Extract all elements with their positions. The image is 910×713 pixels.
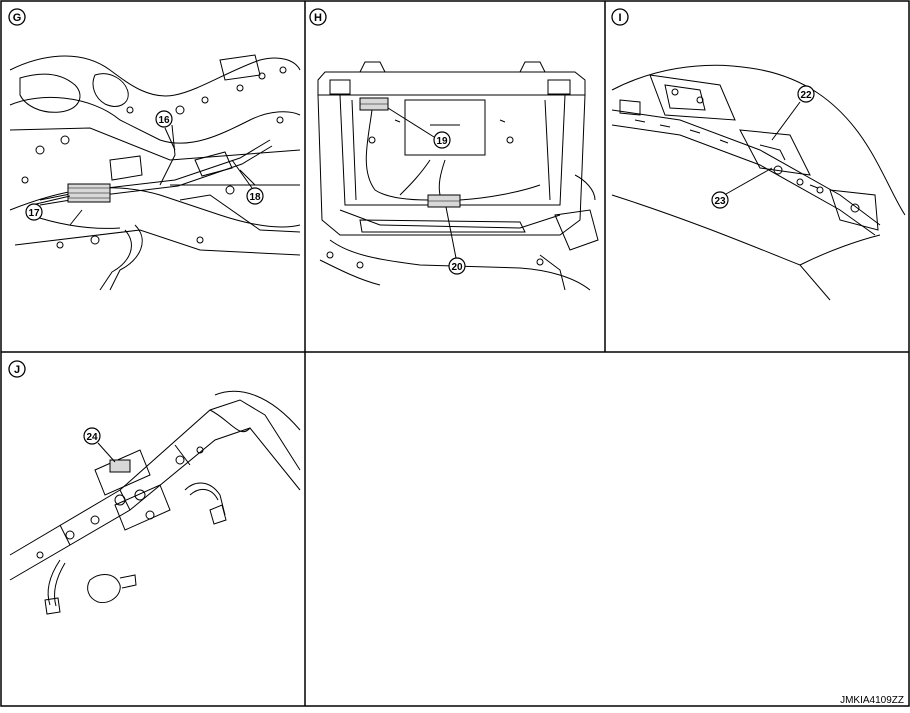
- panel-j-label: J: [14, 364, 20, 376]
- panel-g-drawing: [9, 54, 301, 291]
- callout-23-label: 23: [714, 196, 726, 207]
- panel-j: J 24: [8, 360, 301, 615]
- panel-g-label: G: [13, 12, 22, 24]
- panel-i-badge: I: [611, 8, 629, 26]
- panel-i-drawing: [611, 64, 906, 301]
- panel-h: H: [309, 8, 599, 291]
- callout-19: 19: [387, 107, 451, 149]
- callout-22-label: 22: [800, 90, 812, 101]
- panel-j-drawing: [9, 390, 301, 615]
- panel-g-badge: G: [8, 8, 26, 26]
- reference-code: JMKIA4109ZZ: [840, 695, 904, 706]
- callout-17: 17: [25, 195, 71, 221]
- callout-18: 18: [231, 159, 264, 205]
- callout-17-label: 17: [28, 208, 40, 219]
- panel-i-callouts: 22 23: [711, 85, 815, 209]
- callout-22: 22: [771, 85, 815, 141]
- callout-18-label: 18: [249, 192, 261, 203]
- panel-j-badge: J: [8, 360, 26, 378]
- callout-16-label: 16: [158, 115, 170, 126]
- panel-i-label: I: [618, 12, 621, 24]
- panel-h-drawing: [317, 61, 599, 291]
- panel-h-badge: H: [309, 8, 327, 26]
- panel-g: G: [8, 8, 301, 291]
- callout-19-label: 19: [436, 136, 448, 147]
- callout-23: 23: [711, 167, 773, 209]
- panel-i: I 22 23: [611, 8, 906, 301]
- panel-g-callouts: 16 17 18: [25, 110, 264, 221]
- callout-24-label: 24: [86, 432, 98, 443]
- callout-24: 24: [83, 427, 116, 463]
- panel-h-label: H: [314, 12, 322, 24]
- callout-16: 16: [155, 110, 176, 151]
- callout-20: 20: [445, 206, 466, 275]
- panel-j-callouts: 24: [83, 427, 116, 463]
- panel-h-callouts: 19 20: [387, 107, 466, 275]
- part-24-component: [109, 459, 131, 473]
- callout-20-label: 20: [451, 262, 463, 273]
